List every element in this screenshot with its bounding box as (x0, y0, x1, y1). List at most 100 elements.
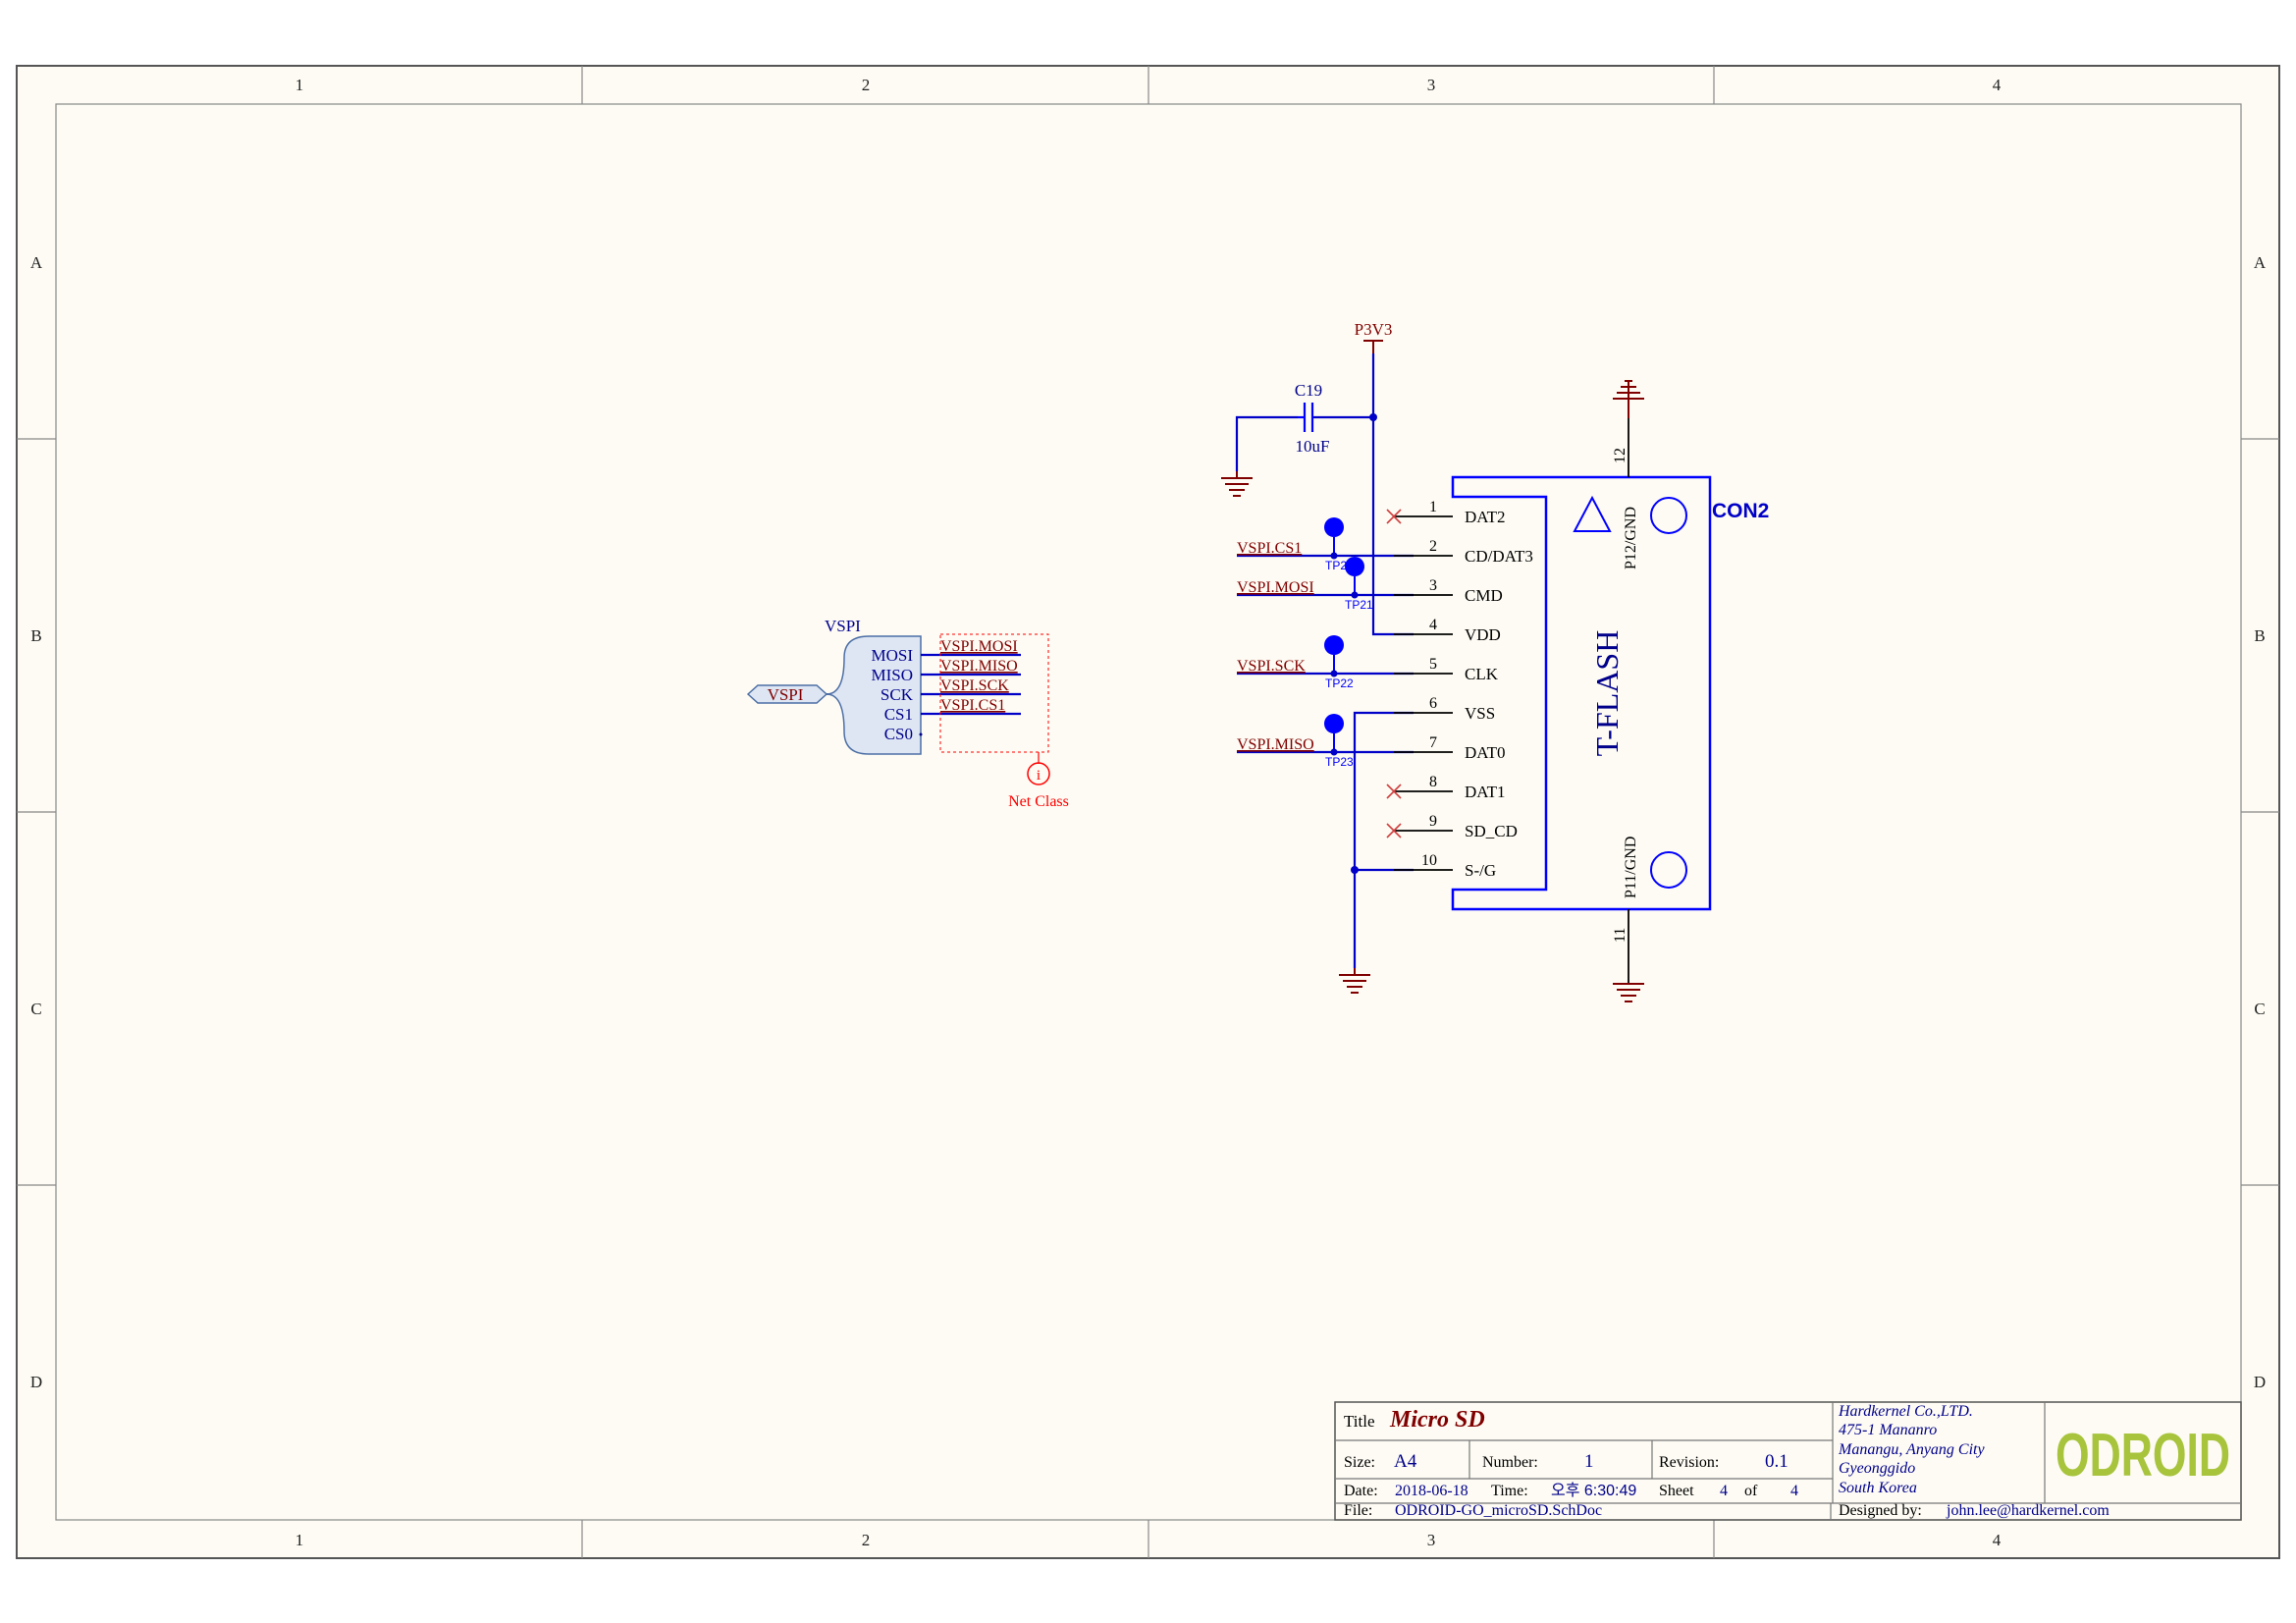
number-label: Number: (1482, 1454, 1538, 1471)
col-label-bottom-1: 1 (295, 1531, 304, 1549)
pin11-name: P11/GND (1623, 837, 1639, 898)
pin-number-7: 7 (1429, 734, 1437, 751)
title-block: Title Micro SD Size: A4 Number: 1 Revisi… (1334, 1401, 2242, 1521)
connector-con2[interactable]: CON2 T-FLASH P12/GND P11/GND (1451, 475, 1769, 911)
testpoint-tp22[interactable]: TP22 (1324, 635, 1354, 690)
file-label: File: (1344, 1502, 1372, 1519)
pin-name-cd-dat3: CD/DAT3 (1465, 547, 1533, 566)
pin-name-cmd: CMD (1465, 586, 1503, 605)
pin-number-9: 9 (1429, 813, 1437, 830)
row-label-right-c: C (2254, 1000, 2265, 1018)
sheet-title: Micro SD (1389, 1407, 1485, 1433)
net-class-label: Net Class (1008, 793, 1069, 810)
sheet-paper (16, 65, 2280, 1559)
row-label-right-d: D (2254, 1373, 2266, 1391)
size-label: Size: (1344, 1454, 1375, 1471)
p3v3-power-port[interactable]: P3V3 (1355, 320, 1393, 353)
harness-net-vspi-cs1[interactable]: VSPI.CS1 (940, 697, 1005, 714)
capacitor-designator: C19 (1295, 381, 1322, 400)
row-label-right-a: A (2254, 253, 2267, 272)
connector-body (1451, 475, 1712, 911)
connector-body-label: T-FLASH (1589, 630, 1625, 757)
pin-name-dat2: DAT2 (1465, 508, 1506, 526)
harness-entry-cs1: CS1 (884, 705, 913, 724)
harness-entry-sck: SCK (881, 685, 914, 704)
harness-net-vspi-mosi[interactable]: VSPI.MOSI (940, 638, 1018, 655)
designed-by-label: Designed by: (1839, 1502, 1922, 1519)
net-label-vspi-cs1[interactable]: VSPI.CS1 (1237, 540, 1302, 557)
row-label-left-b: B (30, 626, 41, 645)
size-value: A4 (1394, 1451, 1417, 1472)
col-label-bottom-4: 4 (1993, 1531, 2002, 1549)
col-label-top-4: 4 (1993, 76, 2002, 94)
harness-port-label: VSPI (768, 685, 804, 704)
no-connect-markers (1386, 509, 1402, 839)
ground-symbol-c19 (1221, 471, 1253, 497)
of-label: of (1744, 1483, 1758, 1499)
net-class-box (939, 633, 1049, 753)
testpoint-label-tp22: TP22 (1325, 676, 1354, 690)
row-label-left-c: C (30, 1000, 41, 1018)
harness-entry-mosi: MOSI (871, 646, 913, 665)
harness-entry-cs0: CS0 (884, 725, 913, 743)
date-label: Date: (1344, 1483, 1378, 1499)
time-label: Time: (1491, 1483, 1528, 1499)
sheet-label: Sheet (1659, 1483, 1694, 1499)
ground-symbol-pin11 (1613, 983, 1644, 1002)
row-label-left-a: A (30, 253, 43, 272)
mount-hole-bottom (1650, 851, 1687, 889)
col-label-top-3: 3 (1427, 76, 1436, 94)
harness-net-vspi-miso[interactable]: VSPI.MISO (940, 658, 1018, 675)
mount-hole-top (1650, 497, 1687, 534)
sheet-total: 4 (1790, 1483, 1798, 1499)
pin-number-3: 3 (1429, 577, 1437, 594)
date-value: 2018-06-18 (1395, 1483, 1468, 1499)
testpoint-label-tp23: TP23 (1325, 755, 1354, 769)
pin12-name: P12/GND (1623, 507, 1639, 569)
pin-name-s-g: S-/G (1465, 861, 1496, 880)
number-value: 1 (1584, 1451, 1594, 1472)
odroid-logo: ODROID (2056, 1422, 2230, 1489)
ground-symbol-pin12 (1613, 380, 1644, 418)
pin-name-vdd: VDD (1465, 625, 1501, 644)
col-label-top-1: 1 (295, 76, 304, 94)
revision-label: Revision: (1659, 1454, 1719, 1471)
time-value: 오후 6:30:49 (1551, 1482, 1636, 1499)
testpoint-label-tp21: TP21 (1345, 598, 1373, 612)
pin-name-dat0: DAT0 (1465, 743, 1506, 762)
pin1-triangle-marker (1573, 495, 1612, 532)
testpoint-tp23[interactable]: TP23 (1324, 714, 1354, 769)
vspi-harness[interactable]: VSPI VSPI MOSI MISO SCK CS1 CS0 VSPI.MOS… (746, 617, 1069, 810)
revision-value: 0.1 (1765, 1451, 1789, 1472)
harness-name: VSPI (825, 617, 861, 635)
net-label-vspi-sck[interactable]: VSPI.SCK (1237, 658, 1306, 675)
company-line-3: Manangu, Anyang City (1838, 1441, 1985, 1458)
pin-name-sd-cd: SD_CD (1465, 822, 1518, 840)
capacitor-c19[interactable]: C19 10uF (1295, 381, 1330, 456)
connector-designator: CON2 (1712, 500, 1769, 522)
pin-name-clk: CLK (1465, 665, 1499, 683)
ground-symbol-vss (1339, 968, 1370, 994)
net-label-vspi-mosi[interactable]: VSPI.MOSI (1237, 579, 1314, 596)
pin-number-4: 4 (1429, 617, 1437, 633)
harness-net-vspi-sck[interactable]: VSPI.SCK (940, 677, 1009, 694)
col-label-bottom-3: 3 (1427, 1531, 1436, 1549)
pin-number-6: 6 (1429, 695, 1437, 712)
pin-number-2: 2 (1429, 538, 1437, 555)
capacitor-value: 10uF (1296, 437, 1330, 456)
pin-number-12: 12 (1612, 448, 1629, 463)
pin-number-1: 1 (1429, 499, 1437, 515)
row-label-left-d: D (30, 1373, 42, 1391)
col-label-top-2: 2 (862, 76, 871, 94)
net-label-vspi-miso[interactable]: VSPI.MISO (1237, 736, 1314, 753)
company-line-2: 475-1 Mananro (1839, 1422, 1937, 1438)
pin-number-8: 8 (1429, 774, 1437, 790)
row-label-right-b: B (2254, 626, 2265, 645)
net-class-icon[interactable] (1027, 762, 1050, 785)
pin-name-dat1: DAT1 (1465, 783, 1506, 801)
testpoint-tp21[interactable]: TP21 (1345, 557, 1373, 612)
designed-by-value: john.lee@hardkernel.com (1946, 1502, 2109, 1519)
company-line-1: Hardkernel Co.,LTD. (1838, 1403, 1973, 1420)
harness-connector-body (826, 635, 922, 755)
